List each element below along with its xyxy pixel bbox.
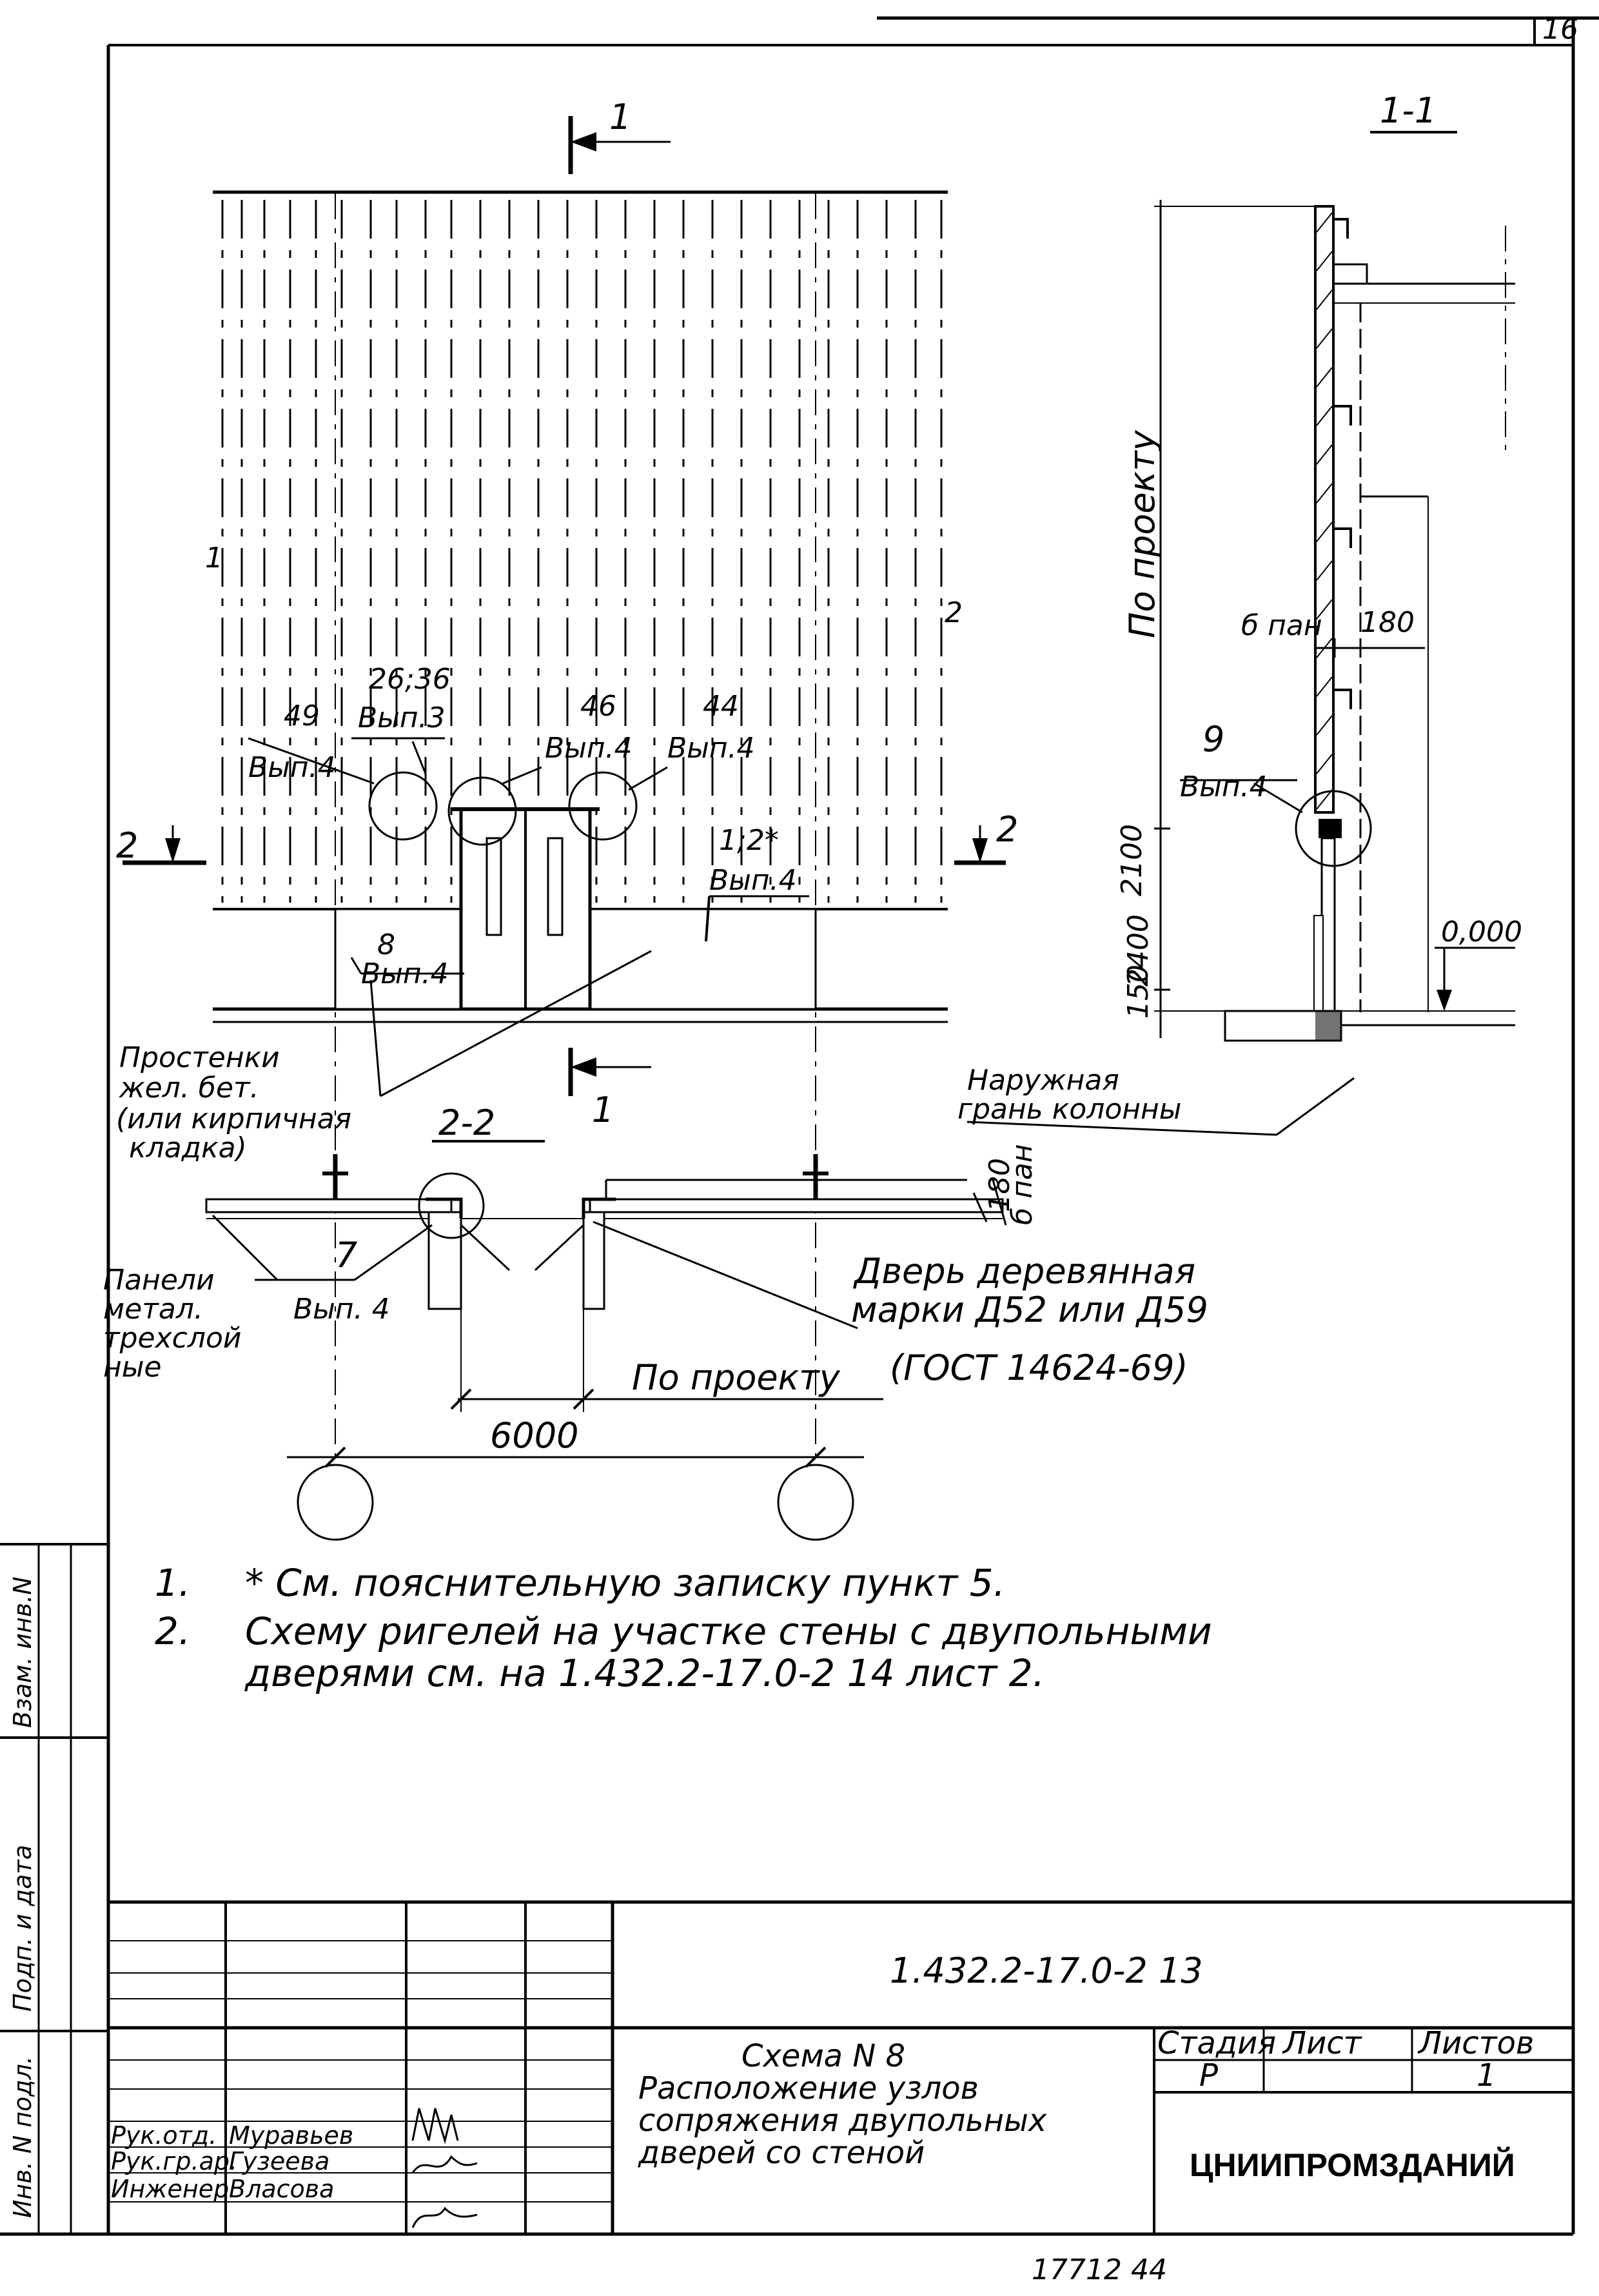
replace-inv-label: Взам. инв.N <box>8 1576 37 1728</box>
title-line-3: сопряжения двупольных <box>638 2103 1047 2139</box>
stage-header: Стадия <box>1157 2025 1276 2061</box>
section-1-1-view <box>966 200 1515 1136</box>
s11-dim-150: 150 <box>1122 965 1155 1019</box>
note-2-text-cont: дверями см. на 1.432.2-17.0-2 14 лист 2. <box>244 1651 1045 1695</box>
sig-role-1: Рук.отд. <box>111 2121 217 2150</box>
sig-name-1: Муравьев <box>229 2121 353 2150</box>
s22-panel-label-3: трехслой <box>103 1322 242 1355</box>
s22-door-label-3: (ГОСТ 14624-69) <box>890 1348 1188 1388</box>
note-1-num: 1. <box>155 1561 190 1605</box>
organization: ЦНИИПРОМЗДАНИЙ <box>1190 2146 1515 2183</box>
section-2-2-title: 2-2 <box>438 1103 495 1143</box>
callout-8-ref: Вып.4 <box>361 957 449 990</box>
s11-thickness-180: 180 <box>1360 606 1415 639</box>
section-1-1-title: 1-1 <box>1380 90 1437 131</box>
cut-1-top-label: 1 <box>609 97 631 137</box>
section-cut-markers <box>123 116 1006 1096</box>
s11-level-0000: 0,000 <box>1441 916 1522 948</box>
sheets-value: 1 <box>1476 2057 1496 2094</box>
callout-46-num: 46 <box>580 690 616 723</box>
stage-value: Р <box>1199 2057 1218 2094</box>
corner-sheet-number: 16 <box>1542 13 1578 46</box>
sig-name-3: Власова <box>229 2175 334 2203</box>
axis-left-label: 1 <box>205 542 223 574</box>
callout-46-ref: Вып.4 <box>545 732 633 765</box>
note-2-text: Схему ригелей на участке стены с двуполь… <box>245 1609 1212 1653</box>
s11-callout-9-ref: Вып.4 <box>1180 770 1268 803</box>
sheet-header: Лист <box>1282 2025 1363 2061</box>
s11-outer-face-1: Наружная <box>967 1064 1119 1097</box>
side-stamp <box>0 1543 108 2234</box>
callout-49-ref: Вып.4 <box>248 751 336 784</box>
piers-label-4: кладка) <box>129 1132 247 1164</box>
doc-code: 1.432.2-17.0-2 13 <box>890 1950 1203 1991</box>
s11-callout-9-num: 9 <box>1202 719 1224 760</box>
s11-dim-2400: 2400 <box>1122 914 1155 986</box>
s22-dim-180: 180 <box>983 1158 1016 1212</box>
callout-44-num: 44 <box>703 690 739 723</box>
callout-49-num: 49 <box>284 700 320 732</box>
title-block <box>108 1900 1573 2234</box>
s11-dim-2100: 2100 <box>1115 824 1148 896</box>
piers-label-3: (или кирпичная <box>116 1103 351 1135</box>
title-line-1: Схема N 8 <box>741 2038 905 2074</box>
s11-dim-project: По проекту <box>1122 429 1162 638</box>
section-2-2-view <box>205 1154 1007 1541</box>
s22-dim-b: б пан <box>1006 1144 1039 1225</box>
title-line-4: дверей со стеной <box>638 2135 925 2171</box>
piers-label-1: Простенки <box>119 1041 280 1074</box>
s22-door-label-1: Дверь деревянная <box>853 1251 1195 1291</box>
s22-dim-6000: 6000 <box>490 1415 578 1456</box>
callout-8-num: 8 <box>377 928 395 961</box>
inv-original-label: Инв. N подл. <box>8 2056 37 2218</box>
sig-role-3: Инженер <box>111 2175 229 2203</box>
s11-outer-face-2: грань колонны <box>957 1093 1182 1126</box>
s22-panel-label-4: ные <box>103 1351 162 1384</box>
s22-callout-7-ref: Вып. 4 <box>293 1293 390 1326</box>
s11-b-panel: б пан <box>1241 609 1322 642</box>
title-line-2: Расположение узлов <box>638 2070 979 2106</box>
callout-44-ref: Вып.4 <box>667 732 755 765</box>
callout-1-2-ref: Вып.4 <box>709 864 797 897</box>
sign-date-label: Подп. и дата <box>8 1845 37 2012</box>
s22-panel-label-1: Панели <box>103 1264 215 1297</box>
sheets-header: Листов <box>1417 2025 1534 2061</box>
note-2-num: 2. <box>155 1609 190 1653</box>
sig-name-2: Гузеева <box>229 2147 329 2175</box>
cut-2-right-label: 2 <box>996 809 1018 850</box>
cut-2-left-label: 2 <box>116 825 138 866</box>
elevation-view <box>213 190 948 1457</box>
callout-1-2-num: 1;2* <box>719 824 779 857</box>
s22-callout-7-num: 7 <box>335 1235 357 1275</box>
piers-label-2: жел. бет. <box>119 1072 259 1104</box>
axis-right-label: 2 <box>945 596 963 629</box>
note-1-text: * См. пояснительную записку пункт 5. <box>245 1561 1005 1605</box>
sig-role-2: Рук.гр.ар. <box>111 2147 237 2175</box>
s22-panel-label-2: метал. <box>103 1293 203 1326</box>
callout-26-36-ref: Вып.3 <box>358 702 446 734</box>
callout-26-36-num: 26;36 <box>369 663 451 696</box>
s22-dim-project: По проекту <box>632 1357 841 1398</box>
s22-door-label-2: марки Д52 или Д59 <box>851 1290 1208 1330</box>
bottom-number: 17712 44 <box>1032 2253 1167 2286</box>
sheet-frame <box>0 16 1599 2236</box>
cut-1-bottom-label: 1 <box>592 1090 614 1130</box>
